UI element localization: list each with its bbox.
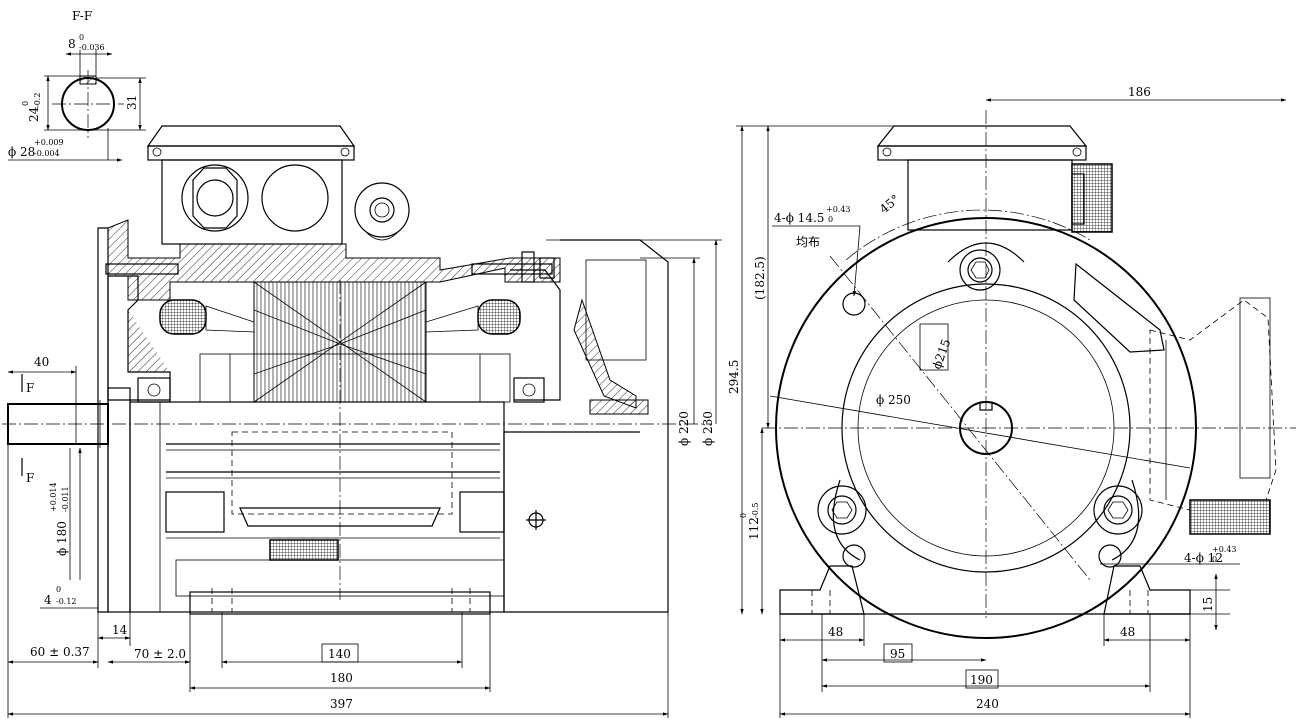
winding-left (159, 299, 207, 335)
flange-plate (107, 387, 131, 613)
height-112-tol-low: -0.5 (751, 503, 760, 518)
key-depth-tol-low: -0.2 (33, 93, 42, 108)
height-112-label: 112 (747, 517, 761, 540)
side-terminal-box (1073, 262, 1277, 535)
tie-bolt-rear (471, 263, 553, 275)
side-view: 40 F F ϕ 180 +0.014 -0.011 4 0 -0.12 14 … (2, 125, 722, 718)
earth-mark (526, 510, 546, 530)
dim-60-label: 60 ± 0.37 (30, 645, 90, 659)
winding-right (477, 299, 521, 335)
flange-thickness-tol-up: 0 (56, 585, 61, 594)
shaft-dia-tol-up: +0.009 (34, 138, 64, 147)
spigot-dia-tol-low: -0.011 (61, 486, 70, 512)
flange-thickness-tol-low: -0.12 (56, 597, 77, 606)
terminal-box-lid (146, 125, 356, 147)
bearing-front (137, 377, 171, 403)
dim-180-label: 180 (330, 671, 353, 685)
dim-48-left-label: 48 (828, 625, 843, 639)
dia-215-label: ϕ215 (930, 337, 954, 371)
dim-14-label: 14 (112, 623, 128, 637)
dim-240-label: 240 (976, 697, 999, 711)
dim-95-label: 95 (890, 647, 905, 661)
end-terminal-body (907, 159, 1073, 231)
foot-right (1103, 565, 1191, 615)
bolt-bottom-left (817, 485, 867, 535)
dim-70-label: 70 ± 2.0 (134, 647, 186, 661)
cable-gland-left (181, 164, 249, 232)
dim-397-label: 397 (330, 697, 353, 711)
terminal-box-body (161, 159, 343, 245)
dim-140-label: 140 (328, 647, 351, 661)
section-marker-bottom: F (26, 471, 34, 485)
flange-hole-left-bottom (842, 544, 866, 568)
key-width-tol-low: -0.036 (79, 43, 105, 52)
key-depth-tol-up: 0 (21, 101, 30, 106)
dim-190-label: 190 (970, 673, 993, 687)
dim-48-right-label: 48 (1120, 625, 1135, 639)
shaft-dia-tol-low: -0.004 (34, 149, 60, 158)
section-marker-top: F (26, 381, 34, 395)
key-width-label: 8 (68, 37, 76, 51)
key-width-tol-up: 0 (79, 33, 84, 42)
terminal-box-lid-band (147, 145, 355, 161)
height-31-label: 31 (125, 95, 139, 110)
flange-hole-left-top (842, 292, 866, 316)
shaft-dia-label: ϕ 28 (8, 145, 35, 159)
section-ff: F-F 8 0 -0.036 24 0 -0.2 31 (8, 9, 146, 162)
bearing-rear (513, 377, 545, 403)
holes-top-tol-up: +0.43 (826, 205, 851, 214)
terminal-block (269, 539, 339, 561)
frame-lower (129, 401, 505, 613)
evenly-label: 均布 (796, 235, 820, 249)
section-ff-title: F-F (72, 9, 92, 23)
height-2945-label: 294.5 (727, 360, 741, 394)
dim-15-label: 15 (1201, 597, 1215, 612)
holes-top-tol-low: 0 (828, 215, 833, 224)
holes-bottom-tol-low: 0 (1212, 555, 1217, 564)
spigot-dia-label: ϕ 180 (55, 521, 69, 556)
tie-bolt-front (105, 263, 179, 275)
front-flange (97, 227, 109, 613)
end-view: 186 (182.5) 294.5 112 0 -0.5 4-ϕ 14.5 +0… (727, 85, 1296, 718)
lifting-eye (354, 182, 410, 241)
frame-top-hatched (107, 219, 561, 301)
holes-bottom-label: 4-ϕ 12 (1184, 551, 1223, 565)
shaft-length-label: 40 (34, 355, 49, 369)
flange-thickness-label: 4 (44, 593, 52, 607)
dia-250-label: ϕ 250 (876, 393, 911, 407)
height-1825-label: (182.5) (753, 256, 767, 300)
dia-230-label: ϕ 230 (701, 411, 715, 446)
dia-220-label: ϕ 220 (677, 411, 691, 446)
bolt-top (959, 249, 1001, 291)
spigot-dia-tol-up: +0.014 (49, 482, 58, 512)
dim-186-label: 186 (1128, 85, 1151, 99)
fan-blade (573, 298, 637, 409)
height-112-tol-up: 0 (739, 513, 748, 518)
holes-top-label: 4-ϕ 14.5 (774, 211, 824, 225)
end-terminal-lid (876, 125, 1088, 147)
cable-gland-right (261, 164, 329, 232)
holes-bottom-tol-up: +0.43 (1212, 545, 1237, 554)
rear-endshield (510, 269, 561, 401)
bolt-bottom-right (1093, 485, 1143, 535)
flange-hole-right-bottom (1098, 544, 1122, 568)
angle-45-label: 45° (877, 192, 902, 216)
key-depth-label: 24 (27, 106, 41, 122)
